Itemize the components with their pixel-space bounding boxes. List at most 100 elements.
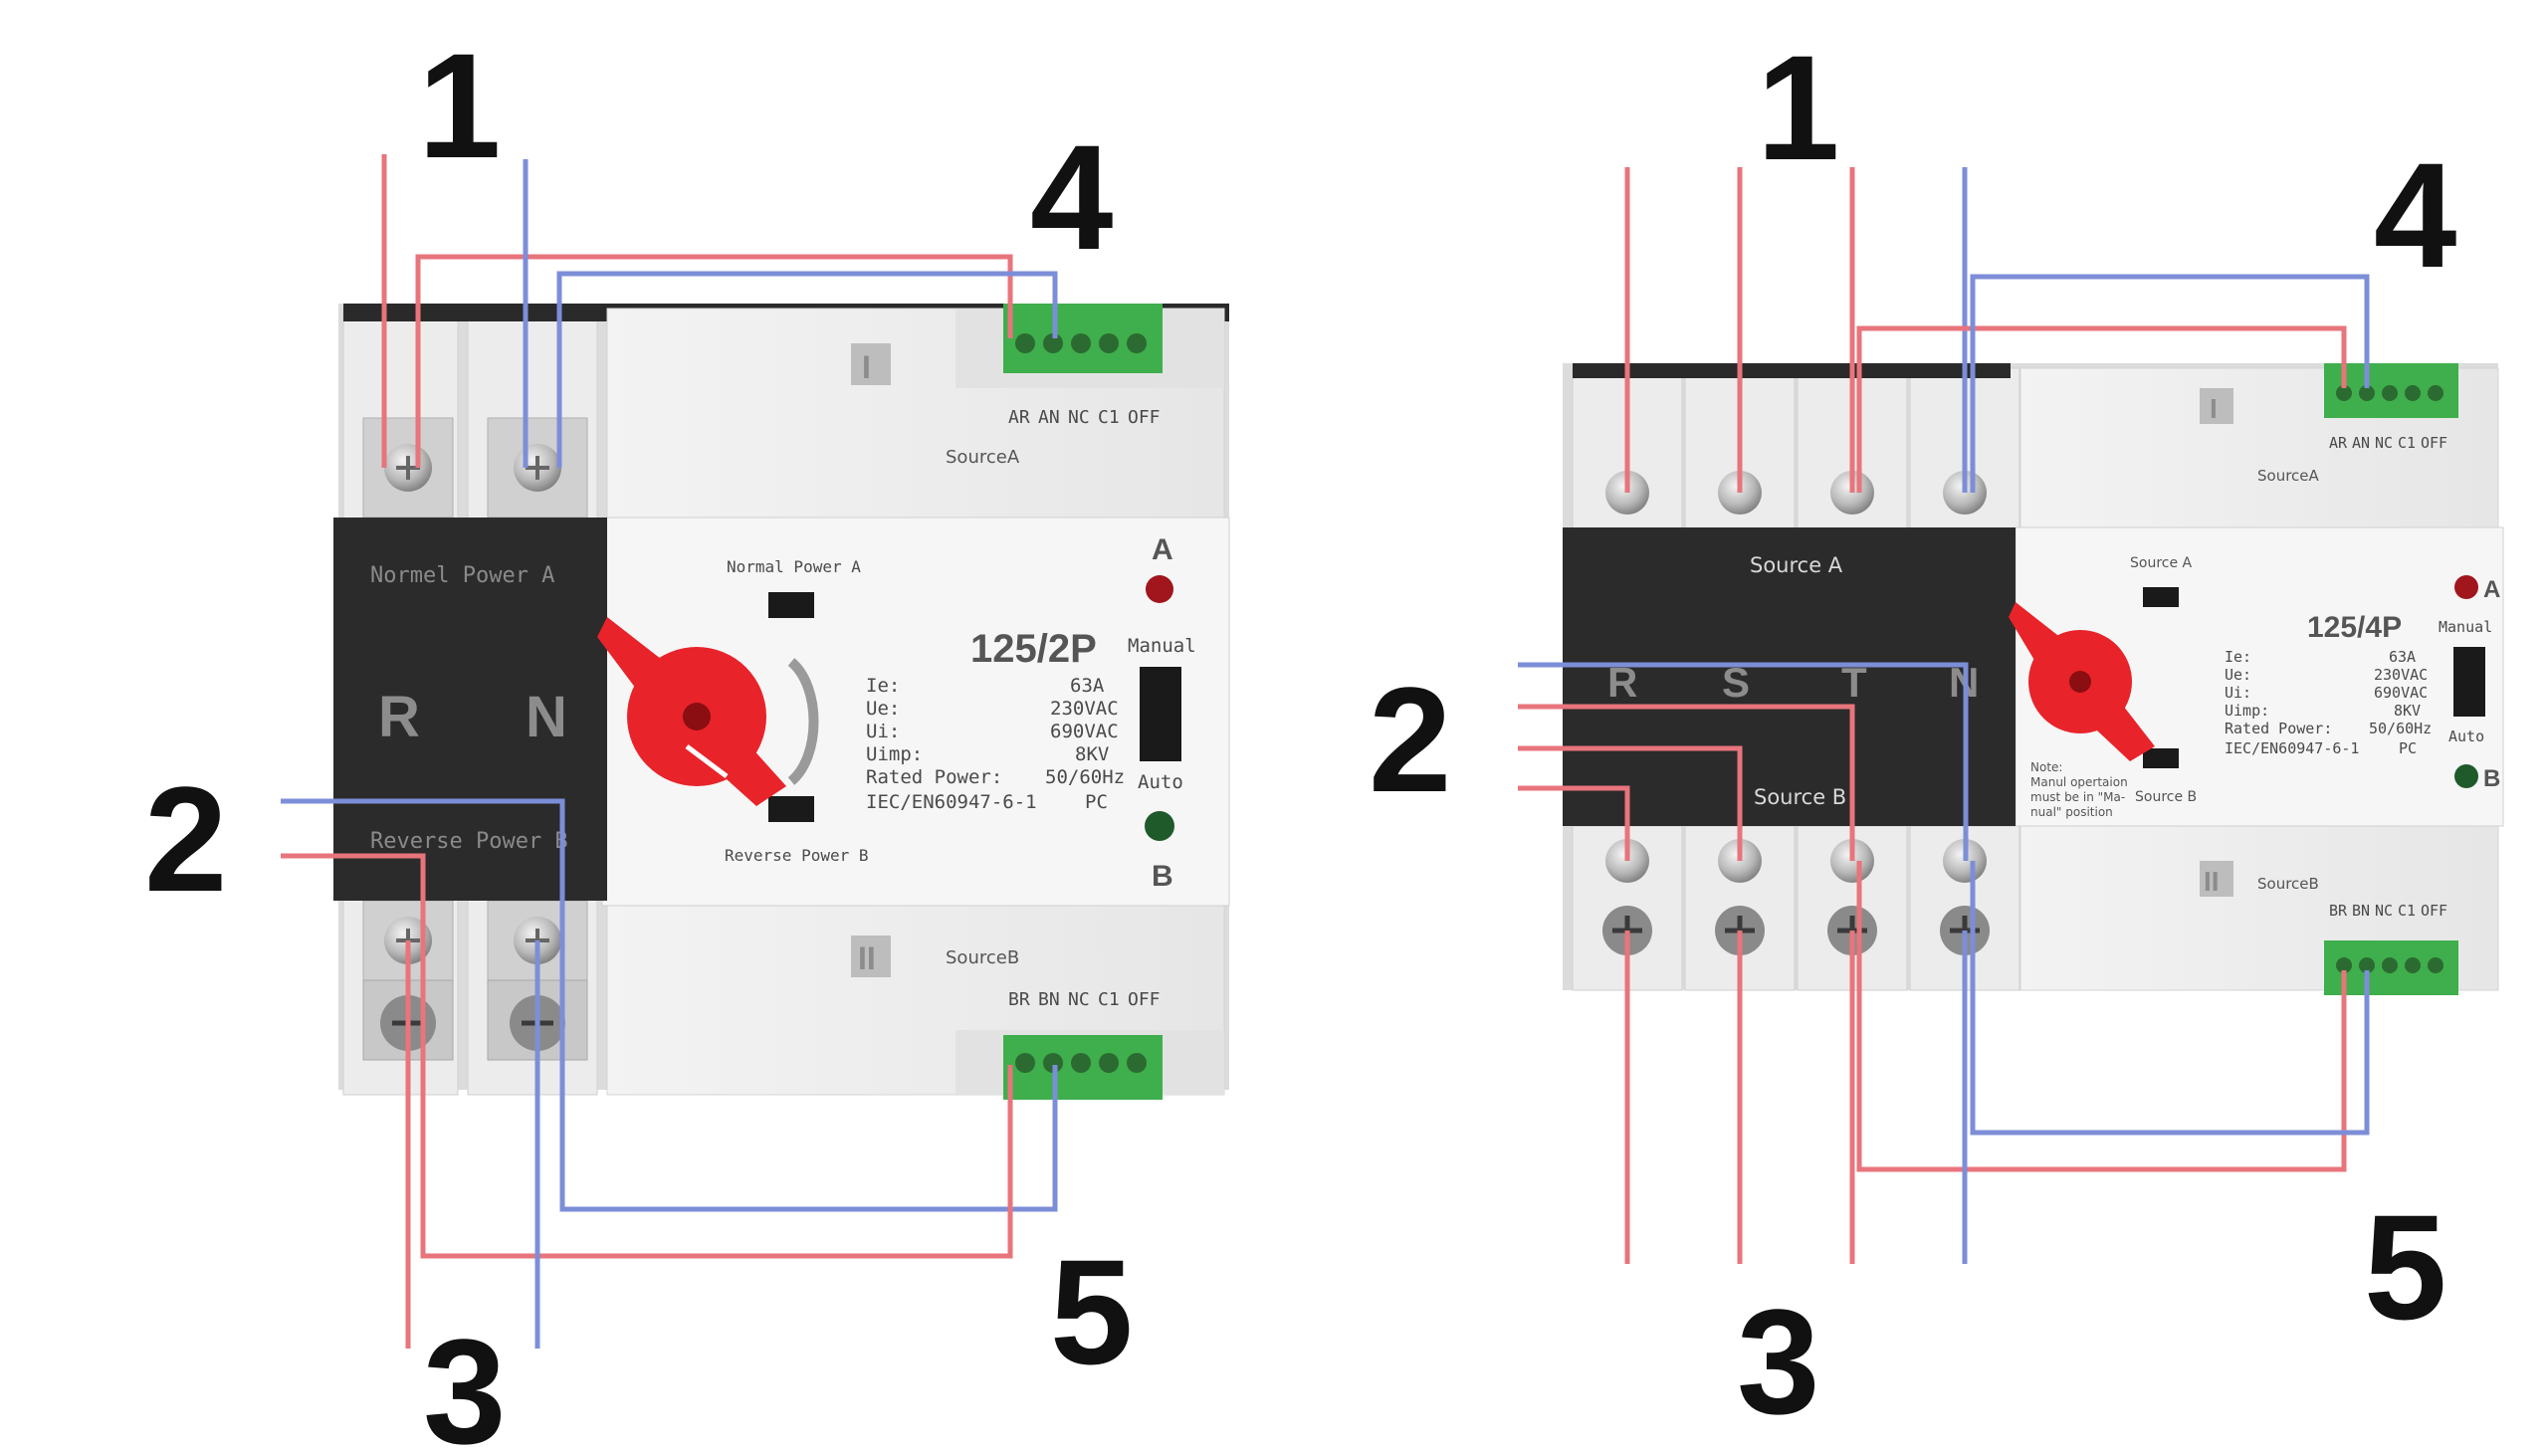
indicator-b-light bbox=[1145, 811, 1174, 841]
phase-label-r: R bbox=[378, 685, 420, 749]
bottom-term-bn: BN bbox=[2352, 902, 2370, 920]
source-a-label: SourceA bbox=[2257, 467, 2320, 485]
spec-label: Uimp: bbox=[866, 743, 923, 765]
dark-top-label: Source A bbox=[1750, 553, 1843, 577]
indicator-a-light bbox=[1146, 575, 1173, 603]
source-a-label: SourceA bbox=[946, 447, 1020, 468]
top-term-c1: C1 bbox=[2398, 434, 2416, 452]
bottom-term-nc: NC bbox=[1068, 989, 1090, 1010]
left-ats-device: Normel Power A R N Reverse Power B I II … bbox=[333, 304, 1230, 1100]
note-text: Manul opertaion bbox=[2030, 775, 2128, 789]
top-term-off: OFF bbox=[2421, 434, 2447, 452]
spec-value: PC bbox=[1085, 791, 1108, 813]
top-term-ar: AR bbox=[2329, 434, 2348, 452]
top-term-off: OFF bbox=[1128, 407, 1161, 428]
normal-power-label: Source A bbox=[2130, 555, 2193, 571]
bottom-term-off: OFF bbox=[1128, 989, 1161, 1010]
reverse-power-label: Reverse Power B bbox=[725, 846, 869, 865]
indicator-b-label: B bbox=[2483, 765, 2500, 792]
bottom-term-c1: C1 bbox=[2398, 902, 2416, 920]
spec-value: 690VAC bbox=[2374, 684, 2428, 702]
spec-label: Rated Power: bbox=[866, 766, 1002, 788]
dark-top-label: Normel Power A bbox=[370, 563, 554, 588]
spec-value: 50/60Hz bbox=[2369, 720, 2432, 737]
note-text: must be in "Ma- bbox=[2030, 790, 2125, 804]
spec-label: IEC/EN60947-6-1 bbox=[866, 791, 1037, 813]
bottom-term-off: OFF bbox=[2421, 902, 2447, 920]
manual-label: Manual bbox=[2439, 618, 2492, 636]
spec-value: PC bbox=[2399, 739, 2417, 757]
callout-4-left: 4 bbox=[1030, 113, 1113, 281]
model-label: 125/2P bbox=[970, 627, 1097, 671]
source-b-label: SourceB bbox=[946, 947, 1019, 968]
callout-3-left: 3 bbox=[423, 1308, 506, 1456]
manual-auto-switch[interactable] bbox=[2453, 647, 2485, 717]
spec-label: Ui: bbox=[2225, 684, 2251, 702]
spec-value: 8KV bbox=[2394, 702, 2421, 720]
top-term-ar: AR bbox=[1008, 407, 1030, 428]
spec-label: IEC/EN60947-6-1 bbox=[2225, 739, 2359, 757]
note-text: nual" position bbox=[2030, 805, 2113, 819]
normal-power-label: Normal Power A bbox=[727, 557, 861, 576]
note-text: Note: bbox=[2030, 760, 2062, 774]
spec-label: Ue: bbox=[2225, 666, 2251, 684]
spec-value: 63A bbox=[1070, 675, 1105, 697]
phase-label-n: N bbox=[526, 685, 567, 749]
manual-label: Manual bbox=[1128, 635, 1196, 657]
bottom-term-bn: BN bbox=[1038, 989, 1060, 1010]
spec-label: Ue: bbox=[866, 698, 900, 720]
callout-4-right: 4 bbox=[2374, 131, 2456, 299]
top-term-nc: NC bbox=[1068, 407, 1090, 428]
top-term-c1: C1 bbox=[1098, 407, 1120, 428]
indicator-a-label: A bbox=[2483, 576, 2500, 603]
dark-bottom-label: Reverse Power B bbox=[370, 829, 568, 854]
callout-5-left: 5 bbox=[1050, 1228, 1133, 1395]
reverse-power-label: Source B bbox=[2135, 789, 2197, 805]
top-term-an: AN bbox=[2352, 434, 2370, 452]
auto-label: Auto bbox=[2448, 728, 2484, 745]
window-b bbox=[2143, 748, 2179, 768]
bottom-term-br: BR bbox=[1008, 989, 1030, 1010]
spec-label: Ie: bbox=[866, 675, 900, 697]
right-wires bbox=[1518, 167, 2370, 1264]
model-label: 125/4P bbox=[2307, 611, 2402, 644]
top-term-nc: NC bbox=[2375, 434, 2393, 452]
dark-bottom-label: Source B bbox=[1754, 785, 1846, 809]
spec-label: Ui: bbox=[866, 721, 900, 742]
callout-2-left: 2 bbox=[144, 755, 227, 923]
window-b bbox=[768, 796, 814, 822]
roman-bottom: II bbox=[858, 940, 876, 976]
bottom-term-c1: C1 bbox=[1098, 989, 1120, 1010]
window-a bbox=[2143, 587, 2179, 607]
bottom-term-nc: NC bbox=[2375, 902, 2393, 920]
spec-value: 50/60Hz bbox=[1045, 766, 1125, 788]
callout-numbers: 1 4 2 3 5 1 4 2 3 5 bbox=[144, 22, 2456, 1456]
indicator-a-label: A bbox=[1152, 533, 1173, 566]
spec-value: 230VAC bbox=[2374, 666, 2428, 684]
source-b-label: SourceB bbox=[2257, 875, 2319, 893]
callout-3-right: 3 bbox=[1737, 1278, 1819, 1445]
dark-panel bbox=[1563, 527, 2016, 826]
top-term-an: AN bbox=[1038, 407, 1060, 428]
spec-label: Uimp: bbox=[2225, 702, 2269, 720]
selector-knob[interactable] bbox=[2009, 602, 2155, 761]
selector-knob[interactable] bbox=[597, 617, 786, 806]
manual-auto-switch[interactable] bbox=[1140, 667, 1181, 761]
callout-1-right: 1 bbox=[1757, 24, 1839, 191]
bottom-term-br: BR bbox=[2329, 902, 2348, 920]
roman-top: I bbox=[2210, 393, 2218, 424]
spec-label: Rated Power: bbox=[2225, 720, 2332, 737]
spec-value: 63A bbox=[2389, 648, 2416, 666]
spec-value: 230VAC bbox=[1050, 698, 1119, 720]
right-ats-device: Source A R S T N Source B I II AR AN NC … bbox=[1563, 363, 2504, 995]
callout-1-left: 1 bbox=[418, 22, 501, 189]
roman-top: I bbox=[862, 349, 871, 385]
roman-bottom: II bbox=[2204, 866, 2220, 897]
indicator-b-label: B bbox=[1152, 860, 1173, 893]
spec-value: 690VAC bbox=[1050, 721, 1119, 742]
callout-2-right: 2 bbox=[1369, 656, 1451, 823]
left-wires bbox=[281, 154, 1058, 1349]
auto-label: Auto bbox=[1138, 771, 1183, 793]
spec-value: 8KV bbox=[1075, 743, 1109, 765]
